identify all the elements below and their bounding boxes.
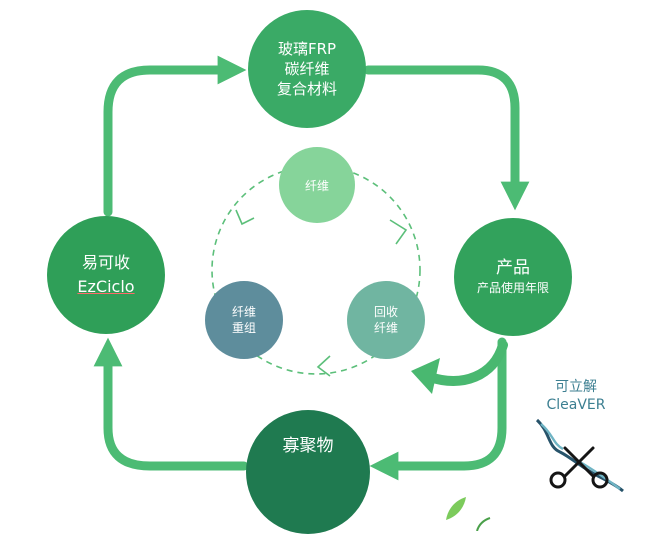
inner-chevron-right xyxy=(389,219,408,245)
node-top-line-1: 玻璃FRP xyxy=(277,40,337,58)
inner-node-fiber-recombination: 纤维 重组 xyxy=(205,281,283,359)
outer-cycle-arrows xyxy=(93,55,530,481)
node-right-line-2: 产品使用年限 xyxy=(476,281,549,295)
return-arrow-head xyxy=(411,358,440,394)
arrow-right-to-bottom xyxy=(369,337,507,481)
cleaver-label-line-2: CleaVER xyxy=(546,397,606,413)
inner-top-line-1: 纤维 xyxy=(304,178,329,193)
node-ezciclo: 易可收 EzCiclo xyxy=(47,216,165,334)
leaf-stem xyxy=(476,517,491,531)
arrow-left-to-top xyxy=(103,55,247,217)
inner-right-line-1: 回收 xyxy=(373,305,398,319)
arrow-bottom-to-left xyxy=(93,337,249,471)
inner-left-line-1: 纤维 xyxy=(231,305,256,319)
node-composite-materials: 玻璃FRP 碳纤维 复合材料 xyxy=(248,10,366,128)
inner-left-line-2: 重组 xyxy=(231,321,256,335)
node-top-line-3: 复合材料 xyxy=(276,80,337,98)
node-top-line-2: 碳纤维 xyxy=(284,60,330,78)
leaf-icon xyxy=(446,497,466,520)
node-right-line-1: 产品 xyxy=(496,258,530,278)
scissors-icon xyxy=(535,418,624,493)
cleaver-label: 可立解 CleaVER xyxy=(534,378,618,414)
node-left-line-2: EzCiclo xyxy=(77,277,135,296)
node-product: 产品 产品使用年限 xyxy=(454,218,572,336)
arrow-top-to-right xyxy=(363,65,530,211)
node-oligomer: 寡聚物 xyxy=(246,410,370,534)
node-bottom-line-1: 寡聚物 xyxy=(282,435,334,456)
return-arrow-curve xyxy=(425,340,508,386)
inner-node-recycled-fiber: 回收 纤维 xyxy=(347,281,425,359)
inner-node-fiber: 纤维 xyxy=(279,147,355,223)
inner-chevron-left xyxy=(235,209,255,226)
cleaver-label-line-1: 可立解 xyxy=(555,379,597,395)
inner-chevron-bottom xyxy=(316,355,331,377)
inner-right-line-2: 纤维 xyxy=(373,321,398,335)
node-left-line-1: 易可收 xyxy=(81,253,130,272)
